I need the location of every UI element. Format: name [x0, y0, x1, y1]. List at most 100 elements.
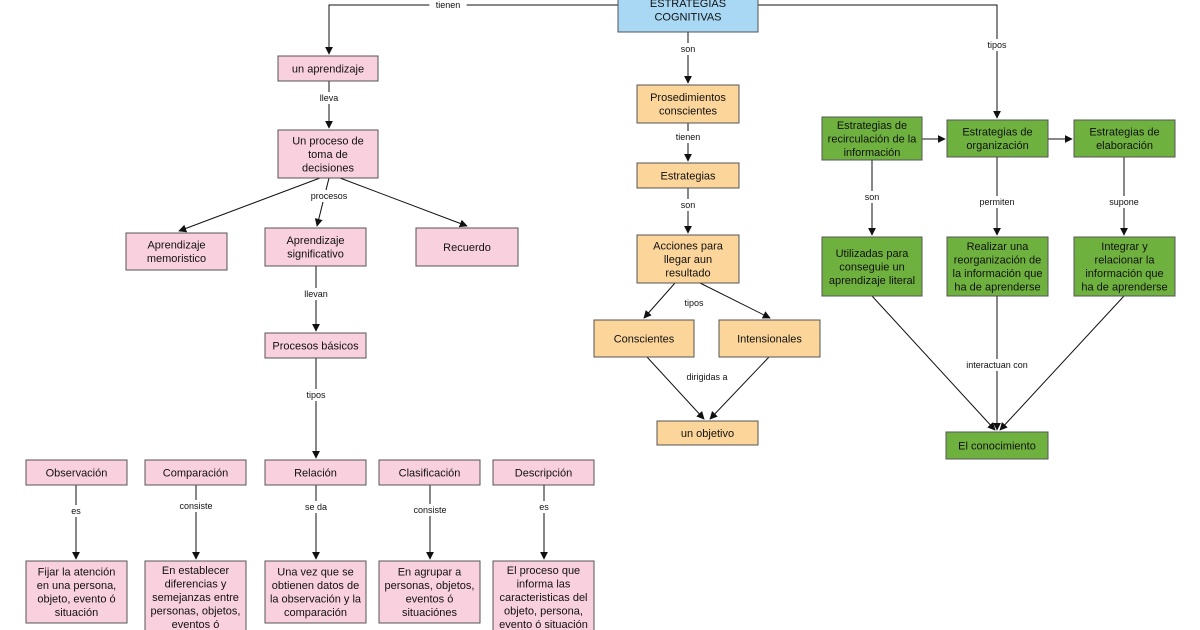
- node-box: [636, 234, 740, 284]
- node-text-line: ESTRATEGIAS: [650, 0, 726, 10]
- node-text-line: Utilizadas para: [836, 248, 910, 260]
- node-text-line: llegar aun: [664, 254, 712, 266]
- node-text-line: Recuerdo: [443, 242, 491, 254]
- node-text-line: aprendizaje literal: [829, 275, 915, 287]
- node-relacion: Relación: [264, 459, 367, 486]
- node-text-line: diferencias y: [165, 578, 227, 590]
- edge-label-dirigidas: dirigidas a: [686, 372, 727, 382]
- node-text-line: organización: [966, 140, 1028, 152]
- connector-arrow: [699, 282, 771, 319]
- edge-label-tipos-root: tipos: [987, 40, 1007, 50]
- node-box: [617, 0, 759, 33]
- node-text-line: ha de aprenderse: [1081, 282, 1167, 294]
- node-text-line: COGNITIVAS: [654, 12, 721, 24]
- node-text-line: Acciones para: [653, 240, 724, 252]
- edge-label-tipos-acc: tipos: [684, 298, 704, 308]
- edge-label-background: [429, 0, 467, 11]
- node-text-line: Descripción: [515, 467, 572, 479]
- node-box: [821, 236, 923, 297]
- node-recuerdo: Recuerdo: [415, 227, 519, 267]
- edge-label-son-root: son: [681, 44, 696, 54]
- node-box: [264, 459, 367, 486]
- edge-label-procesos: procesos: [311, 191, 348, 201]
- edge-label-background: [677, 199, 699, 211]
- edge-label-se-da: se da: [305, 502, 327, 512]
- node-text-line: resultado: [665, 267, 710, 279]
- edge-label-llevan: llevan: [304, 289, 328, 299]
- edge-label-background: [669, 131, 707, 143]
- node-box: [946, 236, 1049, 297]
- connector-arrow: [709, 356, 770, 420]
- node-text-line: información: [844, 147, 901, 159]
- node-box: [144, 560, 247, 630]
- node-box: [264, 560, 367, 624]
- node-text-line: reorganización de: [954, 255, 1041, 267]
- edge-label-background: [678, 297, 710, 309]
- node-text-line: obtienen datos de: [272, 580, 359, 592]
- node-text-line: Estrategias: [660, 170, 716, 182]
- node-estrategias: Estrategias: [636, 162, 740, 189]
- node-box: [945, 431, 1049, 460]
- edge-label-background: [955, 359, 1039, 371]
- node-text-line: relacionar la: [1095, 255, 1156, 267]
- node-box: [277, 55, 379, 82]
- node-box: [1073, 236, 1176, 297]
- node-text-line: toma de: [308, 149, 348, 161]
- node-text-line: comparación: [284, 607, 347, 619]
- connector-arrow: [339, 177, 468, 228]
- edge-label-background: [981, 39, 1013, 51]
- node-text-line: personas, objetos,: [151, 605, 241, 617]
- node-text-line: En establecer: [162, 565, 230, 577]
- connector-arrow: [758, 4, 1001, 119]
- node-box: [378, 459, 481, 486]
- node-box: [415, 227, 519, 267]
- node-text-line: Clasificación: [399, 467, 461, 479]
- node-text-line: personas, objetos,: [385, 580, 475, 592]
- node-text-line: situación: [55, 607, 98, 619]
- edge-label-background: [172, 500, 220, 512]
- node-text-line: un objetivo: [681, 428, 734, 440]
- edge-label-tienen-pro: tienen: [676, 132, 701, 142]
- edge-label-son-rec: son: [865, 192, 880, 202]
- node-conocimiento: El conocimiento: [945, 431, 1049, 460]
- edge-label-background: [67, 505, 85, 517]
- edge-label-tipos-pb: tipos: [306, 390, 326, 400]
- connector-arrow: [178, 177, 321, 233]
- node-text-line: Realizar una: [967, 241, 1030, 253]
- node-box: [25, 560, 128, 624]
- node-box: [378, 560, 481, 624]
- edge-label-lleva: lleva: [320, 93, 339, 103]
- node-box: [636, 84, 740, 124]
- edge-label-consiste-comp: consiste: [179, 501, 212, 511]
- node-box: [636, 162, 740, 189]
- node-box: [593, 319, 695, 358]
- edge-label-son-est: son: [681, 200, 696, 210]
- node-text-line: ha de aprenderse: [954, 282, 1040, 294]
- node-text-line: la observación y la: [270, 594, 362, 606]
- node-procesos-basicos: Procesos básicos: [264, 332, 367, 359]
- node-text-line: El conocimiento: [958, 440, 1036, 452]
- node-text-line: objeto, evento ó: [37, 594, 115, 606]
- node-text-line: recirculación de la: [828, 133, 918, 145]
- node-text-line: Aprendizaje: [286, 235, 344, 247]
- node-observacion: Observación: [25, 459, 128, 486]
- node-text-line: eventos ó: [172, 619, 220, 630]
- node-box: [492, 459, 595, 486]
- node-text-line: Estrategias de: [962, 127, 1032, 139]
- node-text-line: objeto, persona,: [504, 605, 583, 617]
- node-descripcion: Descripción: [492, 459, 595, 486]
- node-box: [264, 332, 367, 359]
- node-text-line: semejanzas entre: [152, 592, 239, 604]
